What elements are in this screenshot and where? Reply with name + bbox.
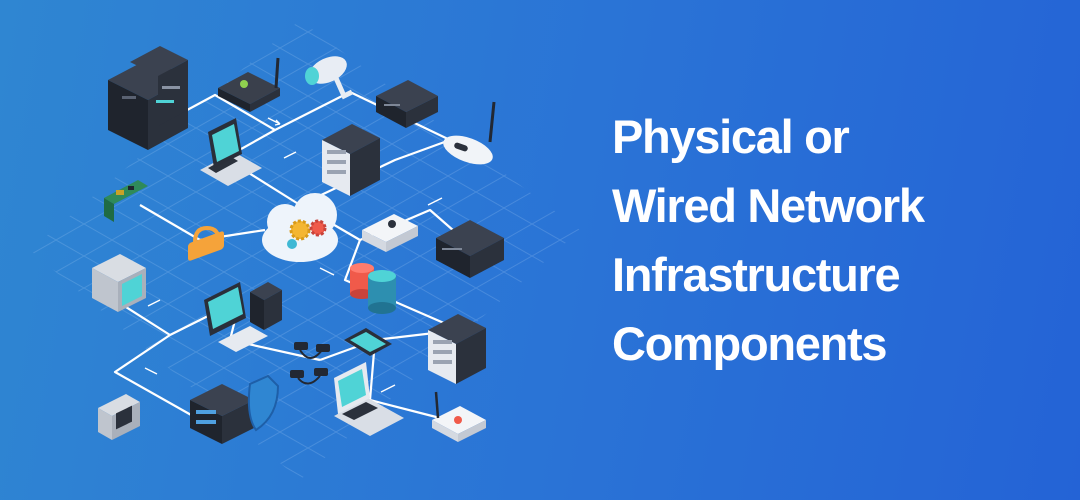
wifi-router-icon (443, 101, 496, 165)
laptop-icon (200, 118, 262, 186)
data-flow-arrows (144, 111, 443, 393)
usb-cable-icon (290, 342, 330, 385)
security-camera-icon (305, 56, 354, 100)
small-router-icon (432, 391, 486, 442)
router-icon (218, 57, 280, 112)
open-laptop-icon (334, 362, 404, 436)
database-icon (350, 263, 396, 314)
cloud-settings-icon (262, 193, 338, 262)
crt-monitor-icon (92, 254, 146, 312)
headline-line-4: Components (612, 317, 888, 370)
network-illustration (30, 20, 580, 480)
keypad-lock-icon (98, 394, 140, 440)
shield-server-icon (190, 374, 280, 444)
desktop-computer-icon (204, 282, 282, 352)
headline-line-2: Wired Network (612, 179, 925, 232)
projector-icon (362, 214, 418, 252)
server-rack-icon (322, 124, 380, 196)
storage-box-icon (436, 220, 504, 278)
padlock-icon (188, 225, 224, 261)
page-title: Physical or Wired Network Infrastructure… (612, 102, 1052, 378)
headline-line-1: Physical or (612, 110, 850, 163)
server-rack-icon (428, 314, 486, 384)
headline-line-3: Infrastructure (612, 248, 901, 301)
smartphone-icon (344, 328, 392, 356)
network-switch-icon (376, 80, 438, 128)
server-tower-icon (108, 46, 188, 150)
circuit-board-icon (104, 180, 148, 222)
